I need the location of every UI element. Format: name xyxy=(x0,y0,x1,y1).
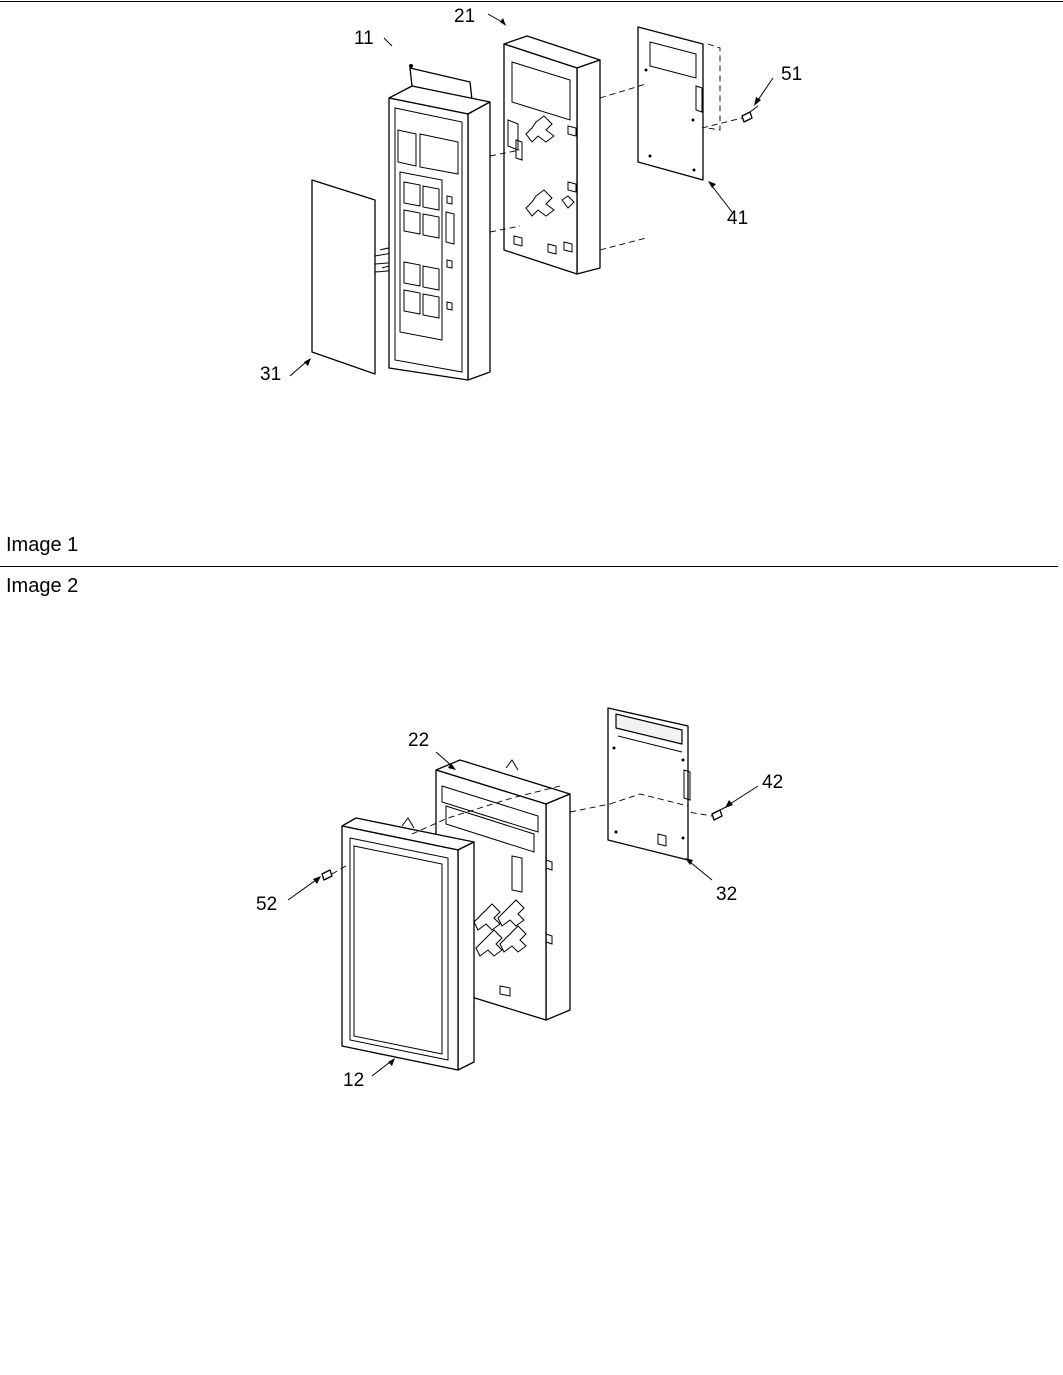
figure1-caption: Image 1 xyxy=(6,534,79,556)
part-52-screw xyxy=(321,869,333,881)
part-41-circuit-board xyxy=(637,26,704,181)
callout-21: 21 xyxy=(454,6,475,27)
figure1-leader-lines xyxy=(289,13,774,377)
figure2-drawing: 12 22 32 42 52 xyxy=(256,707,783,1091)
figure2-caption: Image 2 xyxy=(6,575,79,597)
figure2-leader-lines xyxy=(287,751,759,1077)
callout-41: 41 xyxy=(727,208,748,229)
callout-11: 11 xyxy=(354,28,374,49)
top-divider xyxy=(0,1,1063,2)
part-51-screw xyxy=(741,105,759,123)
callout-32: 32 xyxy=(716,884,737,905)
callout-12: 12 xyxy=(343,1070,364,1091)
part-21-control-housing xyxy=(503,35,601,275)
part-11-control-panel-frame xyxy=(388,64,491,381)
callout-42: 42 xyxy=(762,772,783,793)
figure-divider xyxy=(0,566,1058,567)
part-32-circuit-board xyxy=(607,707,691,861)
figure2-assembly-lines xyxy=(331,785,713,875)
callout-31: 31 xyxy=(260,364,281,385)
callout-51: 51 xyxy=(781,64,802,85)
figure1-callouts: 11 21 31 41 51 xyxy=(260,6,802,385)
figure2-callouts: 12 22 32 42 52 xyxy=(256,730,783,1091)
callout-22: 22 xyxy=(408,730,429,751)
figure1-drawing: 11 21 31 41 51 xyxy=(260,6,802,385)
callout-52: 52 xyxy=(256,894,277,915)
figure1-assembly-lines xyxy=(489,43,743,251)
part-42-screw xyxy=(711,805,729,821)
part-12-front-frame xyxy=(341,817,475,1071)
